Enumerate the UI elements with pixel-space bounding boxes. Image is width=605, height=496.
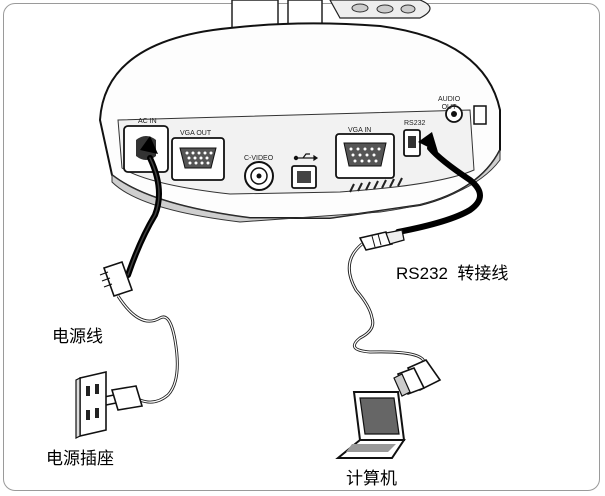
port-label-audio-out: AUDIO OUT: [438, 96, 461, 111]
power-outlet-label: 电源插座: [46, 449, 114, 469]
laptop: [335, 391, 406, 459]
port-label-vga-in: VGA IN: [348, 127, 372, 134]
rs232-adapter-label: RS232 转接线: [396, 264, 509, 283]
document-camera: [98, 0, 501, 223]
port-label-c-video: C-VIDEO: [244, 155, 274, 162]
rs232-cable: [347, 132, 483, 397]
computer-label: 计算机: [346, 469, 397, 489]
wall-outlet: [75, 370, 107, 439]
port-label-rs232: RS232: [404, 120, 426, 127]
power-cable: [99, 136, 179, 411]
power-cord-label: 电源线: [52, 327, 103, 347]
port-label-ac-in: AC IN: [138, 118, 157, 125]
port-label-vga-out: VGA OUT: [180, 130, 212, 137]
